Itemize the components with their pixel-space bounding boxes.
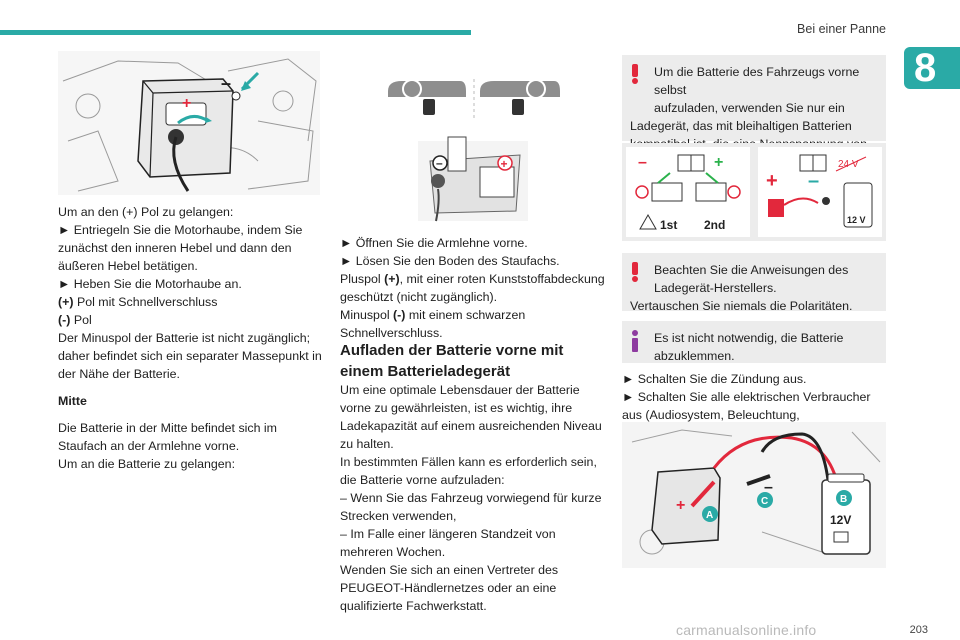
left-plus-label: (+) [58, 295, 74, 309]
mid-minus-text: mit einem schwarzen Schnellverschluss. [340, 308, 526, 340]
fig3-step-1: 1st [660, 218, 677, 232]
warning-note-charger: Um die Batterie des Fahrzeugs vorne selb… [622, 55, 886, 169]
info-icon [632, 330, 638, 352]
mid-plus-text: , mit einer roten Kunststoffabdeckung ge… [340, 272, 605, 304]
warning-1-line1: Um die Batterie des Fahrzeugs vorne selb… [654, 65, 860, 97]
fig3-voltage-b: 12 V [847, 215, 866, 225]
charging-case-2: – Im Falle einer längeren Standzeit von … [340, 527, 556, 559]
left-minus-text: Pol [70, 313, 92, 327]
left-mid-access: Um an die Batterie zu gelangen: [58, 457, 236, 471]
mid-minus-prefix: Minuspol [340, 308, 394, 322]
mid-step-2: ► Lösen Sie den Boden des Staufachs. [340, 254, 560, 268]
fig3-minus-right: – [808, 170, 819, 192]
fig3-voltage-a: 24 V [838, 159, 859, 170]
warning-2-rest: Ladegerät-Herstellers. [654, 281, 777, 295]
mid-minus-pole: Minuspol (-) mit einem schwarzen Schnell… [340, 306, 605, 342]
mid-plus-pole: Pluspol (+), mit einer roten Kunststoffa… [340, 270, 605, 306]
fig4-voltage: 12V [830, 513, 851, 527]
charger-connection-illustration: 12V + – A B C [631, 429, 881, 555]
warning-icon [632, 64, 638, 84]
left-intro: Um an den (+) Pol zu gelangen: [58, 205, 234, 219]
watermark: carmanualsonline.info [676, 622, 817, 638]
left-column-text: Um an den (+) Pol zu gelangen: ► Entrieg… [58, 203, 323, 473]
fig3-plus-left: + [714, 154, 723, 171]
running-title: Bei einer Panne [797, 22, 886, 36]
warning-2-line1: Beachten Sie die Anweisungen des [654, 263, 849, 277]
fig1-plus-sign: + [182, 95, 191, 112]
chapter-badge: 8 [904, 47, 960, 89]
warning-icon [632, 262, 638, 282]
fig2-minus-sign: – [436, 156, 443, 170]
fig2-plus-sign: + [501, 157, 508, 171]
fig4-minus-sign: – [764, 479, 773, 496]
mid-minus-label: (-) [393, 308, 406, 322]
charger-connection-figure: 12V + – A B C [622, 422, 886, 568]
info-note: Es ist nicht notwendig, die Batterie abz… [622, 321, 886, 363]
charger-pictogram-figure: – + 1st 2nd 24 V + – 12 V [622, 143, 886, 241]
left-step-1: ► Entriegeln Sie die Motorhaube, indem S… [58, 223, 303, 273]
left-plus-pole: (+) Pol mit Schnellverschluss [58, 293, 323, 311]
callout-a: A [706, 510, 713, 521]
section-title: Aufladen der Batterie vorne mit einem Ba… [340, 342, 564, 380]
armrest-battery-figure: + – [340, 51, 604, 227]
subheading-mitte: Mitte [58, 394, 87, 408]
left-minus-pole: (-) Pol [58, 311, 323, 329]
left-minus-note: Der Minuspol der Batterie ist nicht zugä… [58, 331, 322, 381]
right-step-1: ► Schalten Sie die Zündung aus. [622, 372, 807, 386]
mid-plus-prefix: Pluspol [340, 272, 385, 286]
mid-step-1: ► Öffnen Sie die Armlehne vorne. [340, 236, 528, 250]
left-step-2: ► Heben Sie die Motorhaube an. [58, 277, 242, 291]
mid-plus-label: (+) [384, 272, 400, 286]
header-rule [0, 30, 471, 35]
callout-b: B [840, 494, 847, 505]
engine-bay-illustration: + – [62, 58, 317, 192]
fig3-plus-right: + [766, 170, 778, 192]
warning-2-last: Vertauschen Sie niemals die Polaritäten. [630, 299, 853, 313]
info-rest: abzuklemmen. [654, 349, 735, 363]
charging-text: Um eine optimale Lebensdauer der Batteri… [340, 381, 605, 615]
charging-case-1: – Wenn Sie das Fahrzeug vorwiegend für k… [340, 491, 602, 523]
left-plus-text: Pol mit Schnellverschluss [73, 295, 218, 309]
charging-p1: Um eine optimale Lebensdauer der Batteri… [340, 383, 602, 451]
armrest-illustration: + – [340, 51, 604, 227]
warning-note-polarity: Beachten Sie die Anweisungen des Ladeger… [622, 253, 886, 313]
fig4-plus-sign: + [676, 497, 685, 514]
charging-p2: In bestimmten Fällen kann es erforderlic… [340, 455, 597, 487]
info-line1: Es ist nicht notwendig, die Batterie [654, 331, 844, 345]
middle-column-text: ► Öffnen Sie die Armlehne vorne. ► Lösen… [340, 234, 605, 342]
fig3-minus-left: – [638, 154, 647, 171]
fig1-minus-sign: – [221, 73, 231, 93]
fig3-step-2: 2nd [704, 218, 725, 232]
callout-c: C [761, 496, 768, 507]
charging-p3: Wenden Sie sich an einen Vertreter des P… [340, 563, 559, 613]
charger-pictograms: – + 1st 2nd 24 V + – 12 V [626, 147, 882, 237]
page-number: 203 [909, 624, 928, 636]
left-mid-text: Die Batterie in der Mitte befindet sich … [58, 421, 277, 453]
engine-bay-battery-figure: + – [58, 51, 320, 195]
left-minus-label: (-) [58, 313, 71, 327]
